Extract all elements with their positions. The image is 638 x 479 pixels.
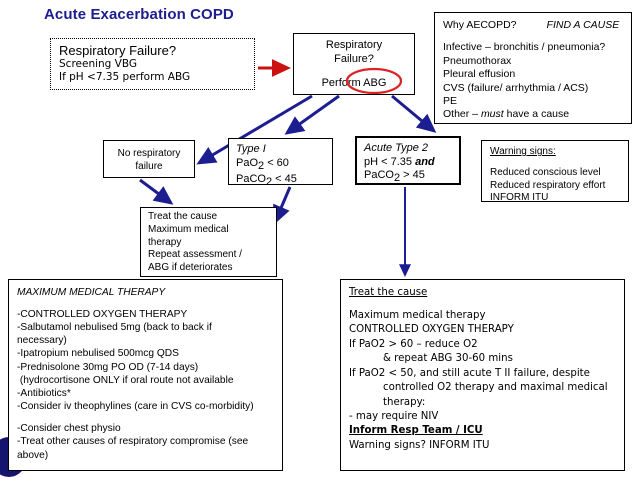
- arrow-type1-to-treat: [273, 186, 292, 225]
- why-item: CVS (failure/ arrhythmia / ACS): [443, 81, 589, 94]
- decision-spacer: [294, 66, 414, 77]
- type-1-failure-box: Type I PaO2 < 60 PaCO2 < 45: [228, 138, 333, 188]
- screening-line-2: Screening VBG: [59, 58, 138, 70]
- warning-signs-heading: Warning signs:: [490, 146, 556, 157]
- treat-small-line: therapy: [148, 236, 182, 248]
- type1-heading: Type I: [236, 143, 266, 155]
- treat-the-cause-large-box: Treat the cause Maximum medical therapy …: [340, 279, 625, 471]
- other-prefix: Other –: [443, 108, 481, 121]
- warning-item: INFORM ITU: [490, 192, 549, 204]
- treat-small-line: Treat the cause: [148, 211, 218, 222]
- respiratory-failure-decision-box: Respiratory Failure? Perform ABG: [293, 33, 415, 95]
- arrow-no-failure-to-treat: [139, 178, 174, 205]
- why-item: Pleural effusion: [443, 68, 516, 81]
- why-aecopd-box: Why AECOPD? FIND A CAUSE Infective – bron…: [434, 12, 632, 124]
- type2-ph: pH < 7.35 and: [364, 156, 459, 170]
- warning-item: Reduced respiratory effort: [490, 179, 606, 191]
- mmt-line: -Prednisolone 30mg PO OD (7-14 days): [17, 361, 199, 373]
- treat-large-line-indent: & repeat ABG 30-60 mins: [383, 353, 513, 365]
- arrow-decision-to-type1: [284, 94, 340, 135]
- mmt-line: -Consider iv theophylines (care in CVS c…: [17, 401, 254, 413]
- type1-pao2-sub: 2: [258, 159, 265, 172]
- decision-line-1: Respiratory: [325, 39, 383, 51]
- mmt-line: -CONTROLLED OXYGEN THERAPY: [17, 308, 188, 320]
- mmt-line: -Salbutamol nebulised 5mg (back to back …: [17, 322, 212, 334]
- why-item: Pneumothorax: [443, 54, 512, 67]
- why-spacer: [443, 32, 631, 41]
- why-item: Infective – bronchitis / pneumonia?: [443, 41, 606, 54]
- treat-large-line: Maximum medical therapy: [349, 310, 486, 322]
- acute-type-2-failure-box: Acute Type 2 pH < 7.35 and PaCO2 > 45: [355, 136, 461, 185]
- treat-small-line: Maximum medical: [148, 223, 229, 235]
- no-failure-line-1: No respiratory: [117, 148, 181, 159]
- treat-large-heading: Treat the cause: [349, 287, 428, 298]
- mmt-line: -Ipatropium nebulised 500mcg QDS: [17, 348, 179, 360]
- mmt-line: -Treat other causes of respiratory compr…: [17, 436, 249, 448]
- no-respiratory-failure-box: No respiratory failure: [103, 140, 195, 178]
- screening-line-3: If pH <7.35 perform ABG: [59, 71, 191, 83]
- type1-pao2: PaO2 < 60: [236, 157, 332, 174]
- type2-heading: Acute Type 2: [364, 142, 428, 154]
- why-item: PE: [443, 94, 458, 107]
- type2-paco2-value: > 45: [400, 169, 425, 182]
- type2-paco2-sub: 2: [393, 172, 401, 185]
- type2-and: and: [415, 155, 435, 168]
- maximum-medical-therapy-box: MAXIMUM MEDICAL THERAPY -CONTROLLED OXYG…: [8, 279, 283, 471]
- type1-pao2-value: < 60: [264, 156, 289, 169]
- type1-paco2: PaCO2 < 45: [236, 173, 332, 190]
- decision-line-3: Perform ABG: [321, 77, 387, 89]
- mmt-line: above): [17, 449, 49, 461]
- why-item-other: Other – must have a cause: [443, 108, 631, 121]
- treat-small-line: Repeat assessment /: [148, 249, 242, 261]
- warning-spacer: [490, 159, 628, 168]
- mmt-spacer: [17, 299, 282, 308]
- mmt-line: (hydrocortisone ONLY if oral route not a…: [17, 374, 234, 386]
- type2-paco2: PaCO2 > 45: [364, 169, 459, 186]
- why-heading: Why AECOPD?: [443, 19, 517, 31]
- warning-item: Reduced conscious level: [490, 167, 601, 179]
- mmt-line: necessary): [17, 335, 67, 347]
- find-a-cause-label: FIND A CAUSE: [546, 19, 620, 31]
- treat-large-line: - may require NIV: [349, 410, 439, 422]
- inform-resp-team-line: Inform Resp Team / ICU: [349, 425, 483, 437]
- treat-large-line-indent: controlled O2 therapy and maximal medica…: [383, 382, 608, 394]
- treat-large-line: Warning signs? INFORM ITU: [349, 439, 490, 451]
- mmt-heading: MAXIMUM MEDICAL THERAPY: [17, 287, 166, 298]
- decision-line-2: Failure?: [334, 52, 374, 65]
- treat-large-line-indent: therapy:: [383, 396, 426, 408]
- treat-large-spacer: [349, 300, 624, 309]
- treat-large-line: CONTROLLED OXYGEN THERAPY: [349, 324, 514, 336]
- treat-large-line: If PaO2 < 50, and still acute T II failu…: [349, 367, 590, 379]
- warning-signs-box: Warning signs: Reduced conscious level R…: [481, 140, 629, 204]
- respiratory-failure-screening-box: Respiratory Failure? Screening VBG If pH…: [50, 38, 255, 90]
- mmt-line: -Antibiotics*: [17, 388, 71, 400]
- treat-large-line: If PaO2 > 60 – reduce O2: [349, 338, 478, 350]
- no-failure-line-2: failure: [135, 160, 163, 172]
- page-title: Acute Exacerbation COPD: [44, 6, 234, 23]
- other-suffix: have a cause: [503, 108, 570, 121]
- arrow-decision-to-type2: [391, 94, 437, 133]
- other-italic-must: must: [480, 108, 504, 121]
- why-heading-row: Why AECOPD? FIND A CAUSE: [443, 19, 631, 32]
- type2-paco2-label: PaCO: [364, 169, 394, 182]
- type1-paco2-value: < 45: [272, 173, 297, 186]
- mmt-spacer-2: [17, 413, 282, 422]
- screening-line-1: Respiratory Failure?: [59, 43, 177, 58]
- treat-small-line: ABG if deteriorates: [148, 262, 233, 274]
- mmt-line: -Consider chest physio: [17, 423, 121, 435]
- type1-paco2-sub: 2: [265, 176, 273, 189]
- type1-paco2-label: PaCO: [236, 173, 266, 186]
- type2-ph-value: pH < 7.35: [364, 155, 416, 168]
- type1-pao2-label: PaO: [236, 156, 259, 169]
- treat-the-cause-small-box: Treat the cause Maximum medical therapy …: [140, 207, 277, 277]
